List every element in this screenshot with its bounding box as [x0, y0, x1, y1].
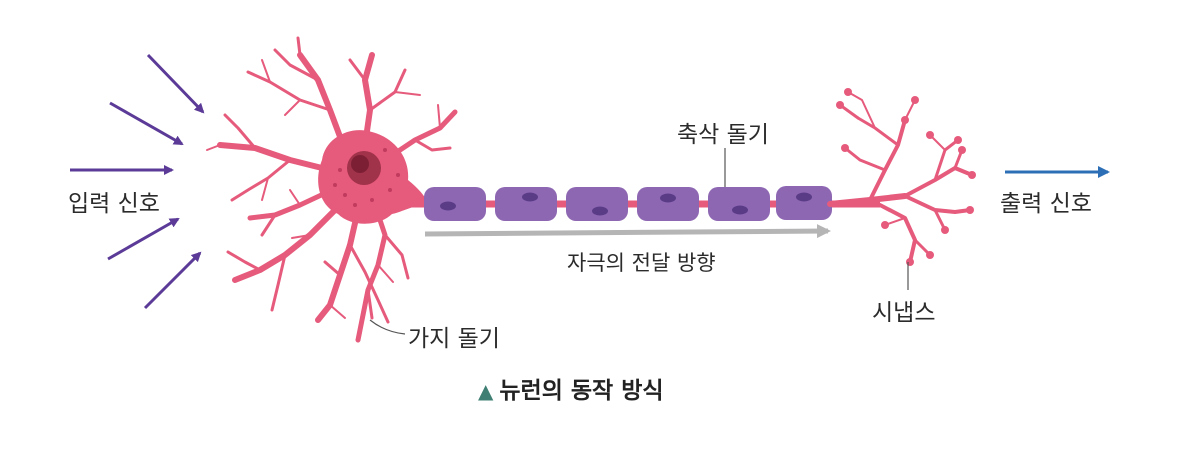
direction-label: 자극의 전달 방향: [567, 251, 716, 275]
myelin-sheaths: [424, 186, 832, 221]
output-signal-label: 출력 신호: [1000, 191, 1092, 217]
direction-arrow: [424, 224, 831, 239]
input-arrows: [70, 53, 205, 310]
myelin-segment: [495, 187, 557, 221]
input-arrow: [146, 53, 205, 114]
dendrite-label: 가지 돌기: [408, 326, 500, 352]
axon-label: 축삭 돌기: [677, 122, 769, 148]
myelin-segment: [424, 187, 486, 221]
input-arrow: [143, 251, 202, 310]
input-signal-label: 입력 신호: [68, 191, 160, 217]
dendrite-leader-line: [369, 319, 406, 335]
synapse-label: 시냅스: [872, 300, 936, 326]
input-arrow: [107, 217, 180, 261]
triangle-marker-icon: ▲: [478, 379, 494, 403]
myelin-segment: [637, 187, 699, 221]
myelin-segment: [776, 186, 832, 220]
input-arrow: [109, 101, 184, 146]
myelin-segment: [566, 187, 628, 221]
cell-body: [318, 130, 428, 224]
myelin-segment: [708, 187, 770, 221]
caption-text: 뉴런의 동작 방식: [499, 378, 664, 404]
axon-terminal: [827, 91, 974, 264]
dendrites: [206, 36, 458, 343]
figure-caption: ▲뉴런의 동작 방식: [478, 371, 664, 405]
synaptic-knobs: [836, 88, 976, 266]
